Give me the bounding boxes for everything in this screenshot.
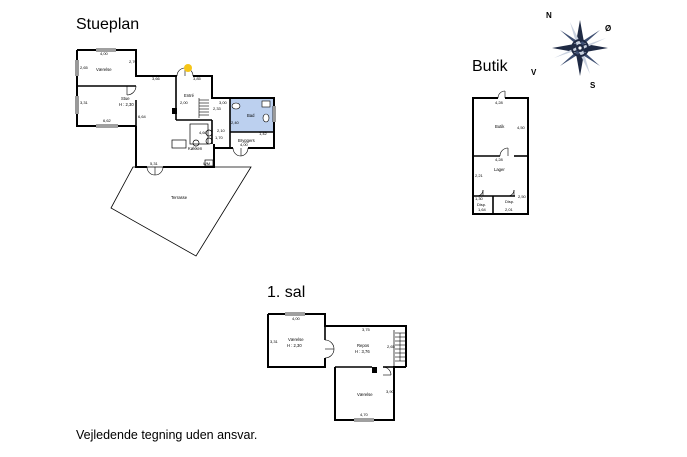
ff-dim-6: 4,70 (360, 412, 369, 417)
gf-dim-8: 6,64 (138, 114, 147, 119)
gf-dim-9: 2,00 (180, 100, 189, 105)
gf-room-koekken: Køkken (188, 146, 203, 151)
gf-dim-18: 4,00 (240, 142, 249, 147)
gf-dim-17: 1,70 (215, 135, 224, 140)
shop-plan (472, 90, 529, 215)
gf-dim-14: 2,10 (217, 128, 226, 133)
gf-dim-5: 2,70 (129, 59, 138, 64)
gf-dim-6: 3,66 (152, 76, 161, 81)
compass-v-label: V (531, 68, 537, 77)
ground-floor-plan (75, 48, 276, 257)
gf-dim-15: 1,42 (259, 131, 268, 136)
ff-dim-5: 3,90 (386, 389, 395, 394)
ff-dim-4: 2,65 (387, 344, 396, 349)
ff-dim-3: 3,75 (362, 327, 371, 332)
ff-room-repos: Repos (357, 343, 369, 348)
gf-dim-13: 2,40 (231, 120, 240, 125)
compass-o-label: Ø (605, 24, 611, 33)
gf-dim-7: 3,85 (193, 76, 202, 81)
gf-room-bryggers: Bryggers (238, 138, 255, 143)
shop-heading: Butik (472, 58, 508, 75)
gf-dim-1: 4,00 (100, 51, 109, 56)
gf-wm-label: WM (203, 161, 210, 166)
ff-room-vaerelse-1: Værelse (288, 337, 304, 342)
gf-room-bad: Bad (247, 113, 255, 118)
gf-room-terrasse: Terrasse (171, 195, 188, 200)
shop-dim-2: 4,50 (517, 125, 526, 130)
gf-dim-2: 2,65 (80, 65, 89, 70)
gf-room-vaerelse: Værelse (96, 67, 112, 72)
shop-dim-7: 1,64 (478, 207, 487, 212)
gf-dim-12: 3,00 (219, 100, 228, 105)
ff-room-vaerelse-2: Værelse (357, 392, 373, 397)
gf-dim-10: 2,33 (213, 106, 222, 111)
compass-n-label: N (546, 11, 552, 20)
shop-dim-3: 4,28 (495, 157, 504, 162)
gf-room-stue: Stue (121, 96, 130, 101)
disclaimer-text: Vejledende tegning uden ansvar. (76, 428, 258, 442)
gf-dim-11: 5,31 (150, 161, 159, 166)
shop-dim-5: 2,50 (518, 194, 527, 199)
shop-room-disp-2: Disp. (505, 199, 514, 204)
ff-room-repos-height: H : 3,76 (355, 349, 370, 354)
first-floor-heading: 1. sal (267, 284, 306, 301)
shop-room-butik: Butik (495, 124, 505, 129)
gf-dim-16: 4,66 (199, 130, 208, 135)
gf-dim-3: 3,31 (80, 100, 89, 105)
gf-dim-4: 6,62 (103, 118, 112, 123)
ground-floor-heading: Stueplan (76, 16, 140, 33)
shop-room-lager: Lager (494, 167, 505, 172)
sun-icon (184, 64, 192, 72)
ff-dim-1: 4,00 (292, 316, 301, 321)
compass-s-label: S (590, 81, 596, 90)
ff-chimney-block (372, 367, 377, 373)
shop-dim-8: 2,01 (505, 207, 514, 212)
ff-room-vaerelse-1-height: H : 2,30 (287, 343, 302, 348)
shop-dim-4: 2,21 (475, 173, 484, 178)
shop-room-disp-1: Disp. (477, 202, 486, 207)
gf-room-stue-height: H : 2,30 (119, 102, 134, 107)
gf-room-entre: Entré (184, 93, 195, 98)
shop-dim-6: 1,30 (475, 196, 484, 201)
ff-dim-2: 3,31 (270, 339, 279, 344)
chimney-block (172, 108, 177, 114)
first-floor-plan (267, 312, 407, 422)
shop-dim-1: 4,28 (495, 100, 504, 105)
compass-rose-icon (552, 20, 608, 76)
